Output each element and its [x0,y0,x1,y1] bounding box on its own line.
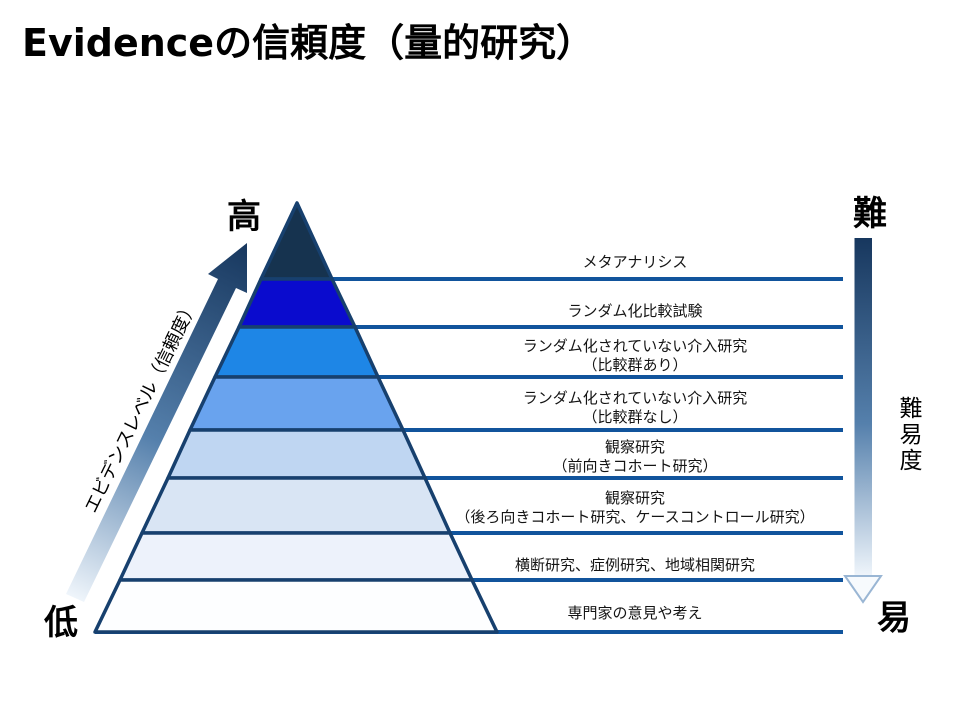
pyramid [93,201,499,634]
pyramid-level-5 [166,428,427,480]
evidence-level-up-arrow-icon [66,243,247,602]
evidence-high-label: 高 [227,197,261,237]
difficulty-easy-label: 易 [877,598,911,638]
difficulty-hard-label: 難 [853,194,887,234]
pyramid-level-4 [188,375,405,432]
difficulty-down-arrowhead-icon [843,575,883,604]
evidence-low-label: 低 [44,603,78,643]
pyramid-level-8 [93,578,499,634]
difficulty-down-arrow-shaft-icon [854,238,872,576]
level-label-nonrandomized-with-control: ランダム化されていない介入研究 （比較群あり） [522,337,748,374]
pyramid-level-1 [259,201,334,281]
level-label-meta-analysis: メタアナリシス [582,253,688,271]
level-label-cross-sectional: 横断研究、症例研究、地域相関研究 [514,556,755,574]
level-label-prospective-cohort: 観察研究 （前向きコホート研究） [552,438,718,475]
page-title: Evidenceの信頼度（量的研究） [22,21,595,65]
pyramid-level-3 [213,325,380,379]
pyramid-level-2 [237,277,357,329]
level-label-expert-opinion: 専門家の意見や考え [567,604,703,622]
difficulty-axis-label: 難易度 [895,396,921,474]
level-label-retrospective-case-control: 観察研究 （後ろ向きコホート研究、ケースコントロール研究） [455,489,815,526]
level-label-nonrandomized-no-control: ランダム化されていない介入研究 （比較群なし） [522,389,748,426]
level-label-rct: ランダム化比較試験 [567,302,703,320]
